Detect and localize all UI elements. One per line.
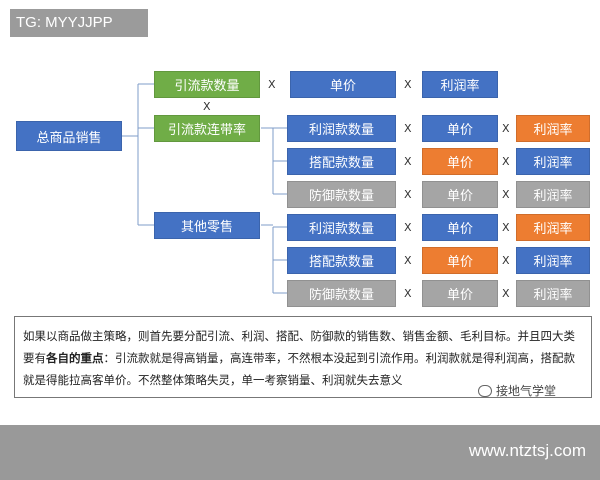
profit-rate-box: 利润率 [516, 148, 590, 175]
multiply-sign: X [404, 287, 412, 300]
unit-price-box: 单价 [422, 181, 498, 208]
defense-quantity-box: 防御款数量 [287, 181, 396, 208]
multiply-sign: X [404, 122, 412, 135]
match-quantity-box: 搭配款数量 [287, 148, 396, 175]
profit-quantity-box: 利润款数量 [287, 214, 396, 241]
root-total-sales: 总商品销售 [16, 121, 122, 151]
multiply-sign: X [268, 78, 276, 91]
multiply-sign: X [502, 221, 510, 234]
multiply-sign: X [404, 78, 412, 91]
note-text-2: ：引流款就是得高销量，高连带率，不然根本没起到引流作用。利润款就是得利润高，搭配… [23, 351, 575, 387]
profit-quantity-box: 利润款数量 [287, 115, 396, 142]
multiply-sign: X [502, 188, 510, 201]
brand-name: 接地气学堂 [496, 384, 557, 398]
profit-rate-box: 利润率 [516, 214, 590, 241]
traffic-attach-rate-box: 引流款连带率 [154, 115, 260, 142]
note-text-1: 如果以商品做主策略，则首先要分配引流、利润、搭配、防御款的销售数、销售金额、毛利… [23, 329, 575, 365]
multiply-sign: X [404, 155, 412, 168]
multiply-sign: X [502, 254, 510, 267]
profit-rate-box: 利润率 [516, 181, 590, 208]
watermark-label: TG: MYYJJPP [10, 9, 148, 37]
note-emphasis: 各自的重点 [46, 351, 104, 365]
unit-price-box: 单价 [422, 214, 498, 241]
explanation-note: 如果以商品做主策略，则首先要分配引流、利润、搭配、防御款的销售数、销售金额、毛利… [14, 316, 592, 398]
other-retail-box: 其他零售 [154, 212, 260, 239]
unit-price-box: 单价 [422, 148, 498, 175]
site-url: www.ntztsj.com [468, 441, 586, 460]
multiply-sign: X [404, 221, 412, 234]
multiply-sign: X [404, 188, 412, 201]
multiply-sign: X [502, 155, 510, 168]
multiply-sign: X [502, 122, 510, 135]
brand-watermark: 接地气学堂 [478, 382, 556, 399]
unit-price-box: 单价 [422, 115, 498, 142]
unit-price-box: 单价 [422, 280, 498, 307]
unit-price-box: 单价 [422, 247, 498, 274]
multiply-sign: X [404, 254, 412, 267]
profit-rate-box: 利润率 [516, 115, 590, 142]
footer-bar [0, 425, 600, 480]
multiply-sign: X [502, 287, 510, 300]
defense-quantity-box: 防御款数量 [287, 280, 396, 307]
traffic-quantity-box: 引流款数量 [154, 71, 260, 98]
match-quantity-box: 搭配款数量 [287, 247, 396, 274]
unit-price-box: 单价 [290, 71, 396, 98]
profit-rate-box: 利润率 [516, 280, 590, 307]
wechat-icon [478, 384, 492, 397]
profit-rate-box: 利润率 [422, 71, 498, 98]
multiply-sign: X [203, 100, 211, 113]
profit-rate-box: 利润率 [516, 247, 590, 274]
